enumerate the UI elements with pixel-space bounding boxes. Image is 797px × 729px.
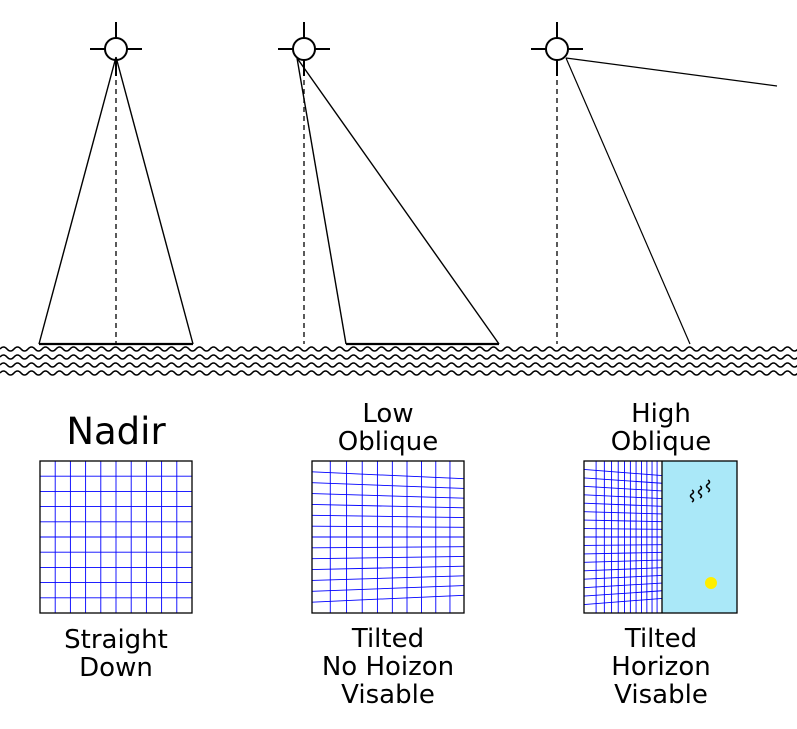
- low-oblique-frame: [311, 460, 465, 614]
- grid-line: [311, 555, 465, 560]
- grid-line: [583, 544, 663, 546]
- camera-high-oblique: [531, 22, 778, 345]
- low-oblique-image-panel: [311, 460, 465, 614]
- high-oblique-caption: Tilted Horizon Visable: [611, 624, 711, 711]
- grid-line: [311, 471, 465, 480]
- grid-line: [583, 567, 663, 572]
- nadir-image-panel: [39, 460, 193, 614]
- grid-line: [583, 528, 663, 530]
- grid-line: [583, 597, 663, 606]
- low-oblique-view-cone: [296, 57, 500, 346]
- grid-line: [583, 574, 663, 580]
- grid-line: [583, 477, 663, 484]
- grid-line: [583, 582, 663, 589]
- grid-line: [311, 503, 465, 509]
- grid-line: [583, 551, 663, 555]
- grid-line: [311, 546, 465, 549]
- ground-wave-line: [0, 346, 797, 352]
- grid-line: [311, 565, 465, 571]
- grid-line: [311, 514, 465, 519]
- birds-icon: [689, 479, 711, 503]
- grid-line: [583, 519, 663, 523]
- nadir-frame: [39, 460, 193, 614]
- low-oblique-grid: [311, 461, 465, 613]
- sky-area: [662, 461, 737, 613]
- grid-line: [311, 525, 465, 528]
- high-oblique-grid: [583, 461, 663, 613]
- high-oblique-image-panel: [583, 460, 738, 614]
- camera-crosshair-icon: [531, 22, 583, 76]
- grid-line: [583, 559, 663, 563]
- camera-crosshair-icon: [278, 22, 330, 76]
- grid-line: [311, 493, 465, 499]
- low-oblique-caption: Tilted No Hoizon Visable: [321, 624, 455, 711]
- sun-icon: [705, 577, 717, 589]
- grid-line: [311, 575, 465, 581]
- nadir-view-cone: [38, 56, 194, 346]
- grid-line: [311, 594, 465, 603]
- nadir-grid: [40, 461, 192, 613]
- camera-nadir: [38, 22, 194, 346]
- nadir-caption: Straight Down: [64, 625, 168, 684]
- high-oblique-view-cone: [565, 57, 778, 345]
- grid-line: [583, 494, 663, 500]
- grid-line: [583, 485, 663, 492]
- ground-wave-line: [0, 362, 797, 368]
- camera-crosshair-icon: [90, 22, 142, 76]
- high-oblique-title: High Oblique: [610, 399, 712, 458]
- ground-wave-line: [0, 354, 797, 360]
- grid-line: [583, 502, 663, 507]
- grid-line: [583, 590, 663, 597]
- high-oblique-frame: [583, 460, 738, 614]
- ground-waves: [0, 346, 797, 376]
- grid-line: [583, 468, 663, 477]
- grid-line: [583, 511, 663, 515]
- ground-wave-line: [0, 370, 797, 376]
- low-oblique-title: Low Oblique: [337, 399, 439, 458]
- grid-line: [311, 585, 465, 592]
- nadir-title: Nadir: [66, 410, 166, 453]
- grid-line: [311, 482, 465, 489]
- camera-low-oblique: [278, 22, 500, 346]
